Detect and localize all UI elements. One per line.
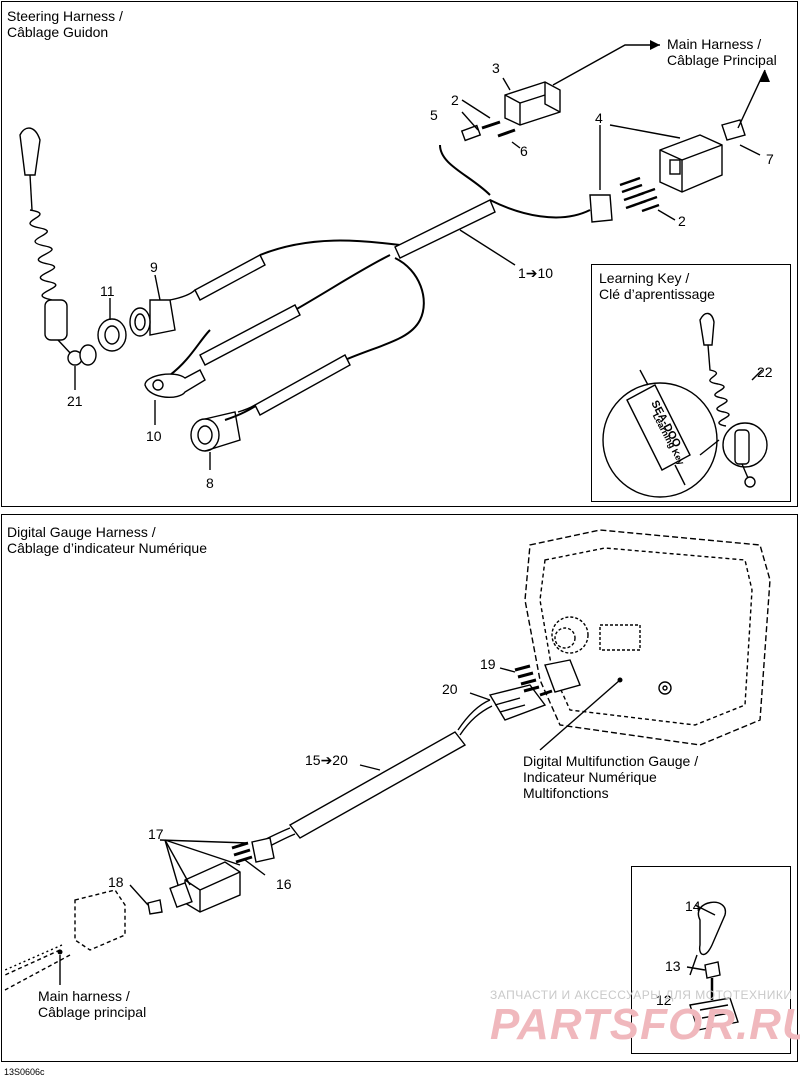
callout-7: 7 [766,151,774,167]
watermark-line1: ЗАПЧАСТИ И АКСЕССУАРЫ ДЛЯ МОТОТЕХНИКИ [490,988,793,1002]
main-harness-bottom-label: Main harness / Câblage principal [38,988,146,1020]
callout-22: 22 [757,364,773,380]
steering-harness-title: Steering Harness / Câblage Guidon [7,8,123,40]
callout-11: 11 [100,283,115,299]
callout-18: 18 [108,874,124,890]
main-harness-line2: Câblage Principal [667,52,777,68]
callout-13: 13 [665,958,681,974]
digital-gauge-label: Digital Multifunction Gauge / Indicateur… [523,753,698,801]
callout-8: 8 [206,475,214,491]
main-harness-line1: Main Harness / [667,36,762,52]
callout-17: 17 [148,826,164,842]
watermark-line2: PARTSFOR.RU [490,1000,800,1049]
digital-gauge-title: Digital Gauge Harness / Câblage d’indica… [7,524,207,556]
callout-9: 9 [150,259,158,275]
main-bottom-line2: Câblage principal [38,1004,147,1020]
callout-2-top: 2 [451,92,459,108]
main-harness-label: Main Harness / Câblage Principal [667,36,777,68]
learning-key-line1: Learning Key / [599,270,690,286]
callout-21: 21 [67,393,83,409]
digital-title-line1: Digital Gauge Harness / [7,524,156,540]
gauge-line3: Multifonctions [523,785,609,801]
learning-key-line2: Clé d’aprentissage [599,286,715,302]
steering-title-line1: Steering Harness / [7,8,123,24]
callout-5: 5 [430,107,438,123]
callout-14: 14 [685,898,701,914]
callout-6: 6 [520,143,528,159]
callout-3: 3 [492,60,500,76]
callout-19: 19 [480,656,496,672]
callout-4: 4 [595,110,603,126]
figure-code: 13S0606c [4,1067,45,1077]
callout-16: 16 [276,876,292,892]
callout-12: 12 [656,992,672,1008]
callout-20: 20 [442,681,458,697]
callout-2-right: 2 [678,213,686,229]
gauge-line1: Digital Multifunction Gauge / [523,753,699,769]
main-bottom-line1: Main harness / [38,988,130,1004]
digital-title-line2: Câblage d’indicateur Numérique [7,540,208,556]
steering-title-line2: Câblage Guidon [7,24,109,40]
learning-key-title: Learning Key / Clé d’aprentissage [599,270,715,302]
callout-1-10: 1➔10 [518,265,554,281]
callout-10: 10 [146,428,162,444]
gauge-line2: Indicateur Numérique [523,769,657,785]
callout-15-20: 15➔20 [305,752,348,768]
